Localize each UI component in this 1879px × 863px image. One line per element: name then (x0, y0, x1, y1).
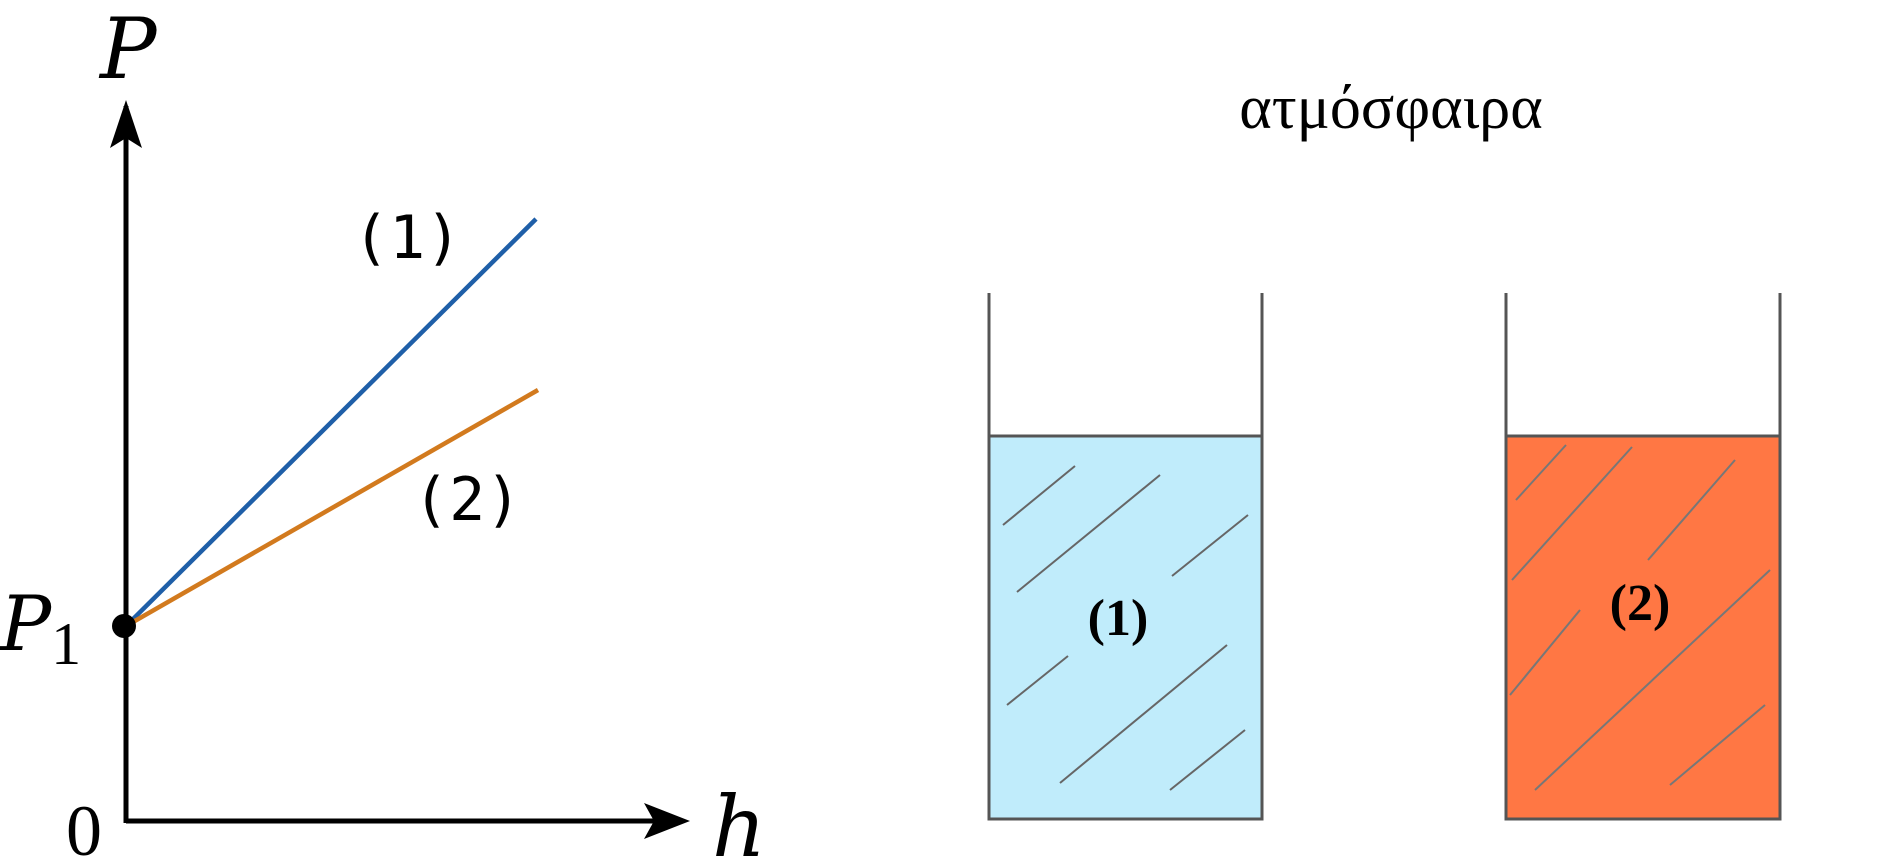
pressure-depth-graph: P h 0 P1 (1) (2) (0, 0, 766, 863)
liquid-2 (1506, 436, 1780, 819)
liquid-2-hatching (1509, 444, 1771, 791)
intercept-label: P1 (0, 579, 81, 677)
line-2-label: (2) (413, 465, 521, 535)
container-1-label: (1) (1088, 590, 1149, 647)
intercept-point (112, 614, 136, 638)
container-1: (1) (987, 293, 1264, 821)
origin-label: 0 (66, 791, 102, 863)
y-axis-label: P (98, 0, 158, 98)
line-1 (124, 217, 538, 628)
container-2-label: (2) (1610, 575, 1671, 632)
atmosphere-title: ατμόσφαιρα (1239, 74, 1542, 142)
containers-illustration: ατμόσφαιρα (1) (987, 74, 1782, 821)
liquid-1-hatching (1002, 465, 1249, 791)
x-axis-arrowhead (644, 803, 690, 839)
x-axis-label: h (712, 778, 766, 863)
y-axis-arrowhead (110, 100, 142, 148)
line-2 (124, 388, 540, 628)
line-1-label: (1) (353, 203, 461, 273)
container-2: (2) (1504, 293, 1782, 821)
